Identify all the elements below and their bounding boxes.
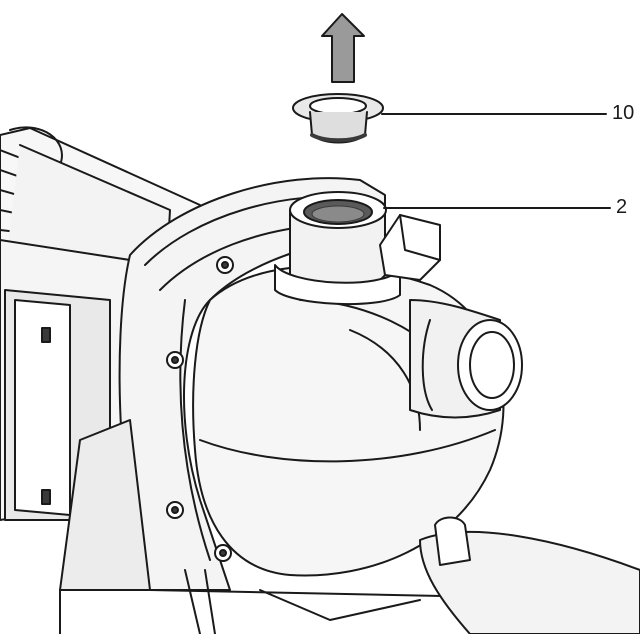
flange-screw [166, 501, 184, 519]
up-arrow-icon [321, 13, 365, 83]
pump-casing [59, 177, 640, 634]
flange-screw [216, 256, 234, 274]
callout-label: 10 [612, 102, 635, 124]
flange-screw [214, 544, 232, 562]
filler-plug [292, 93, 384, 144]
filler-neck [274, 191, 441, 306]
callout-label: 2 [616, 196, 628, 218]
flange-screw [166, 351, 184, 369]
